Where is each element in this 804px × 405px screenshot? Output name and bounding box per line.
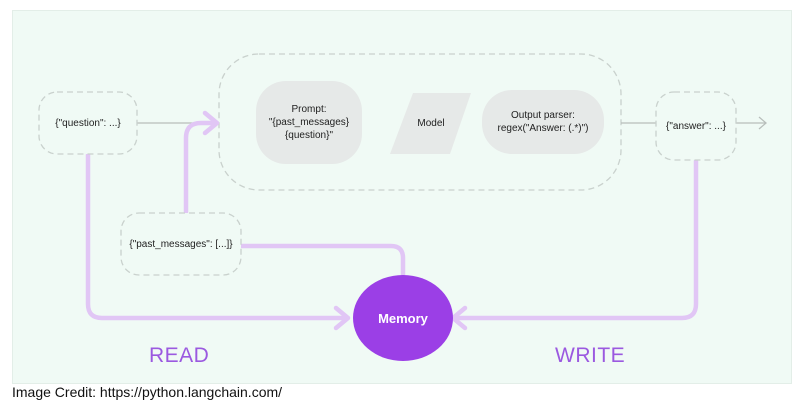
answer-output-node [655, 91, 737, 161]
output-parser-node [482, 90, 604, 154]
past-messages-node [120, 212, 242, 276]
past-messages-label: {"past_messages": [...]} [129, 238, 233, 250]
write-label: WRITE [555, 344, 626, 367]
question-input-label: {"question": ...} [55, 117, 121, 129]
read-flow-question-to-memory [85, 152, 349, 321]
prompt-label: Prompt: "{past_messages} {question}" [268, 104, 350, 141]
prompt-node [256, 81, 362, 164]
model-label: Model [417, 118, 445, 129]
model-node [390, 93, 471, 154]
answer-output-label: {"answer": ...} [666, 120, 726, 132]
question-input-node [38, 91, 138, 155]
output-parser-label: Output parser: regex("Answer: (.*)") [497, 110, 589, 134]
memory-node [353, 275, 453, 361]
past-messages-to-prompt-flow [183, 120, 218, 215]
write-flow-answer-to-memory [452, 158, 699, 321]
prompt-arrowhead [202, 110, 220, 136]
memory-to-past-messages-flow [239, 243, 406, 278]
answer-out-arrowhead [758, 116, 767, 130]
read-label: READ [149, 344, 210, 367]
chain-container [218, 53, 622, 191]
read-arrowhead [333, 305, 351, 331]
image-credit: Image Credit: https://python.langchain.c… [12, 384, 283, 400]
memory-label: Memory [378, 310, 428, 326]
